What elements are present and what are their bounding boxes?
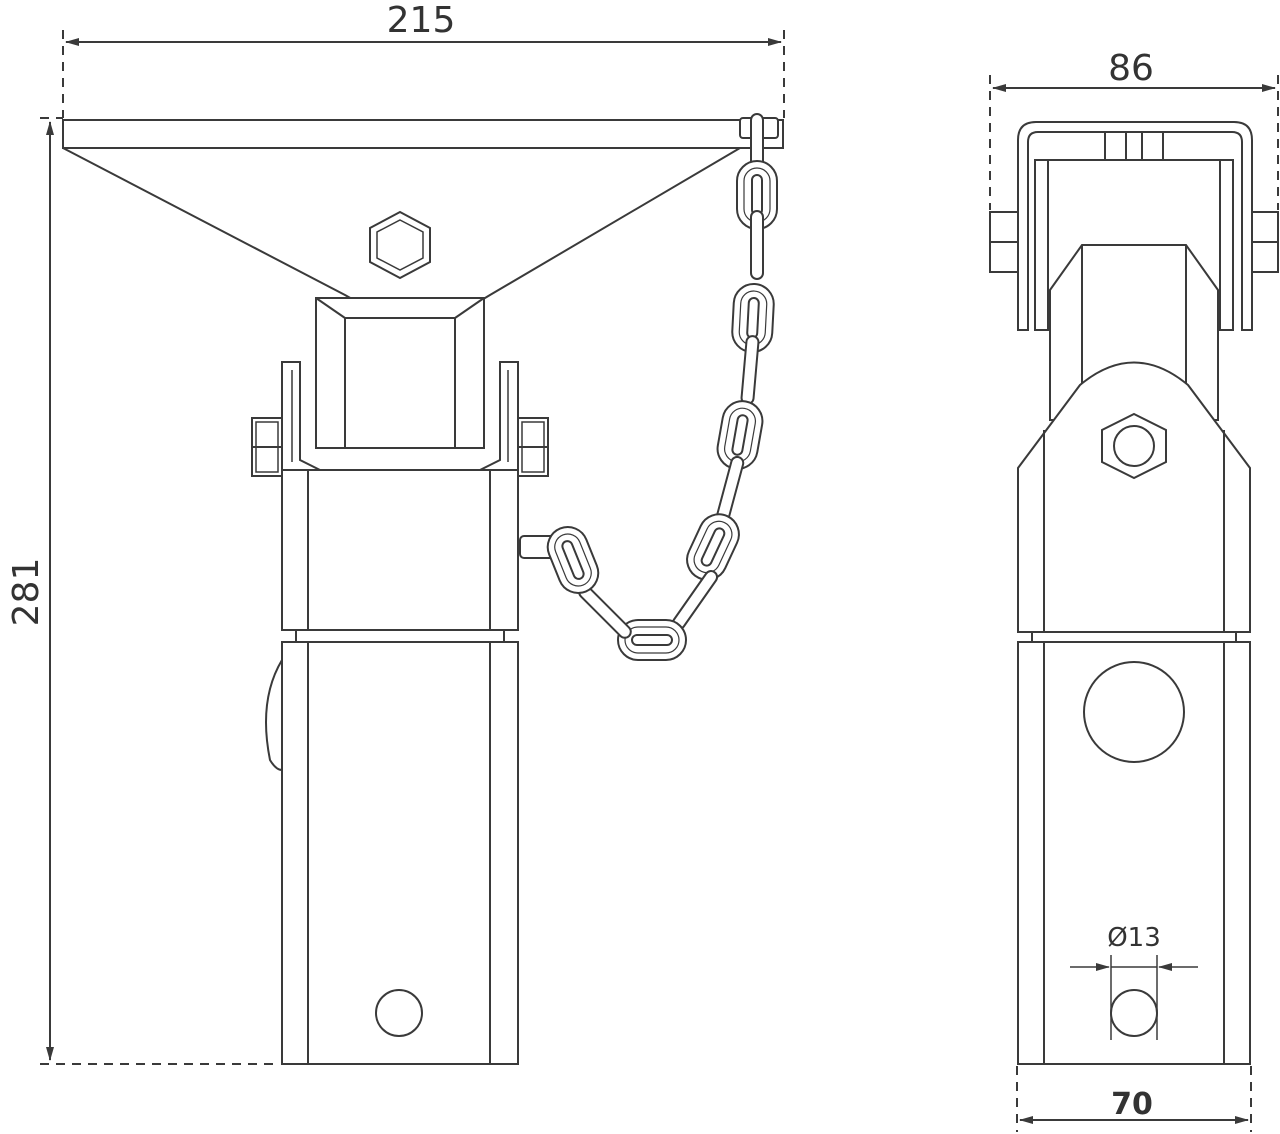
upper-tube: [281, 469, 519, 643]
lower-tube: [265, 641, 519, 1065]
dimension-label-86: 86: [1108, 48, 1154, 89]
dimension-total-height: 281: [6, 117, 280, 1065]
safety-chain: [519, 113, 779, 661]
dimension-plate-width: 215: [62, 0, 785, 118]
dimension-label-hole: Ø13: [1107, 923, 1161, 953]
dimension-label-281: 281: [6, 558, 47, 627]
dimension-label-215: 215: [387, 0, 456, 41]
mounting-plate: [62, 119, 784, 319]
dimension-side-width: 86: [989, 48, 1279, 210]
dimension-tube-width: 70: [1016, 1066, 1252, 1132]
side-upper-tube: [1017, 361, 1251, 643]
side-lower-tube: Ø13: [1017, 641, 1251, 1065]
neck-block: [315, 297, 485, 449]
dimension-label-70: 70: [1111, 1087, 1153, 1122]
side-view: 86 70: [989, 48, 1279, 1132]
front-view: 215 281: [6, 0, 785, 1065]
